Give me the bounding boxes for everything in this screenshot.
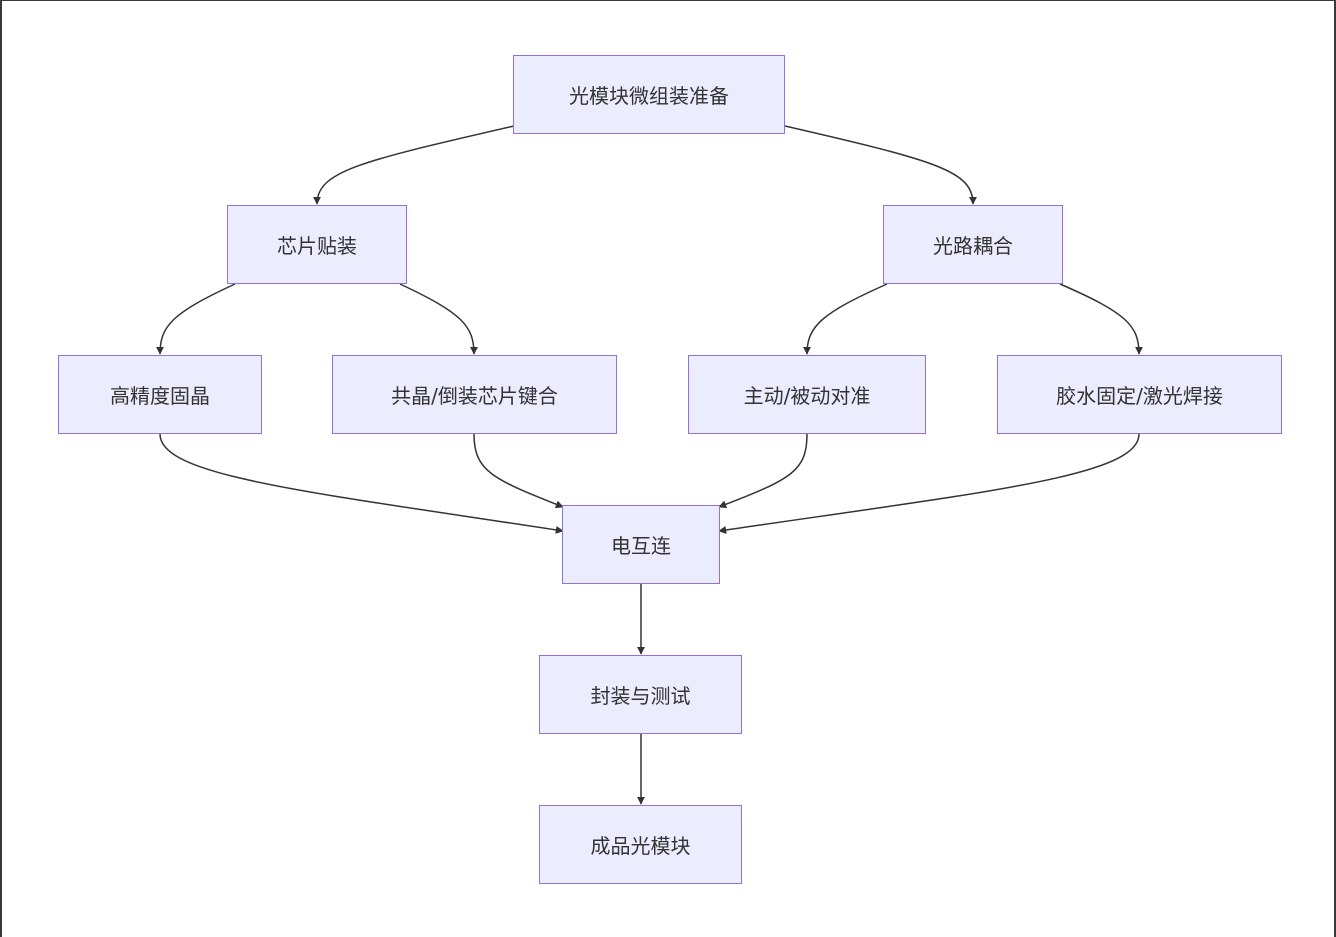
edge-prep-to-chip-mount — [313, 125, 515, 205]
edge-alignment-to-interconnect — [718, 433, 808, 509]
node-alignment: 主动/被动对准 — [688, 355, 926, 434]
node-chip-mount: 芯片贴装 — [227, 205, 407, 284]
edge-die-bond-to-interconnect — [159, 433, 564, 534]
node-alignment-label: 主动/被动对准 — [743, 384, 871, 408]
edge-optical-coupling-to-alignment — [803, 283, 888, 355]
node-interconnect: 电互连 — [562, 505, 720, 584]
node-die-bond-label: 高精度固晶 — [110, 384, 210, 408]
node-product: 成品光模块 — [539, 805, 742, 884]
node-fixing: 胶水固定/激光焊接 — [997, 355, 1282, 434]
node-package-test: 封装与测试 — [539, 655, 742, 734]
node-interconnect-label: 电互连 — [611, 534, 671, 558]
node-prep-label: 光模块微组装准备 — [569, 84, 729, 108]
edge-optical-coupling-to-fixing — [1059, 283, 1143, 355]
edge-chip-mount-to-die-bond — [156, 283, 236, 355]
node-package-test-label: 封装与测试 — [590, 684, 691, 708]
node-fixing-label: 胶水固定/激光焊接 — [1056, 384, 1223, 408]
node-chip-mount-label: 芯片贴装 — [277, 234, 357, 258]
node-eutectic-flip: 共晶/倒装芯片键合 — [332, 355, 617, 434]
node-prep: 光模块微组装准备 — [513, 55, 785, 134]
node-optical-coupling: 光路耦合 — [883, 205, 1063, 284]
edge-fixing-to-interconnect — [718, 433, 1140, 534]
edge-eutectic-flip-to-interconnect — [473, 433, 564, 509]
node-optical-coupling-label: 光路耦合 — [933, 234, 1013, 258]
node-die-bond: 高精度固晶 — [58, 355, 262, 434]
node-eutectic-flip-label: 共晶/倒装芯片键合 — [391, 384, 558, 408]
edge-chip-mount-to-eutectic-flip — [399, 283, 478, 355]
edge-prep-to-optical-coupling — [784, 125, 977, 205]
node-product-label: 成品光模块 — [590, 834, 691, 858]
